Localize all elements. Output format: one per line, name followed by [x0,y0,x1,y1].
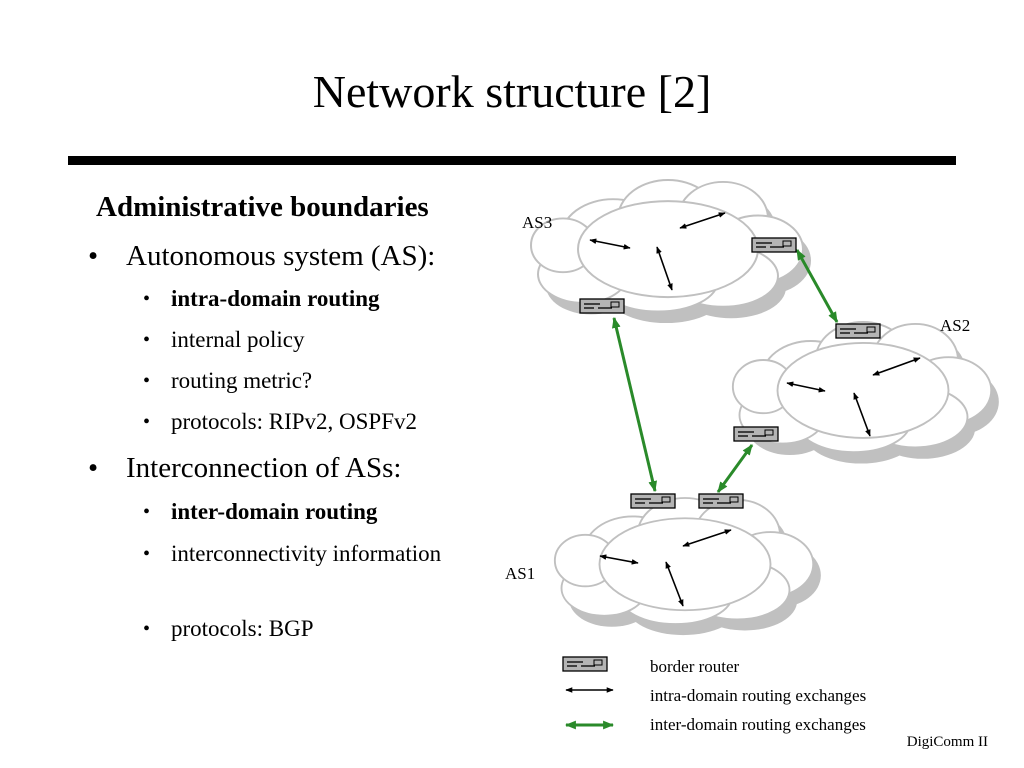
inter-arrow [716,444,754,493]
sub-bullet-label: routing metric? [171,368,313,393]
bullet-dot: • [143,543,151,565]
footer-label: DigiComm II [906,734,988,750]
router-icon [751,237,797,253]
intra-arrow [679,212,726,229]
intra-arrow [599,554,639,565]
sub-bullet: • intra-domain routing [143,284,380,314]
bullet-dot: • [143,370,151,392]
sub-bullet: • internal policy [143,325,305,355]
bullet-label: Autonomous system (AS): [126,240,436,272]
as-label-as1: AS1 [505,564,535,583]
bullet-dot: • [143,288,151,310]
intra-arrow [656,246,673,291]
intra-arrow [786,381,826,393]
sub-bullet-label: interconnectivity information [171,541,442,566]
sub-bullet: • protocols: RIPv2, OSPFv2 [143,407,418,437]
bullet-dot: • [143,501,151,523]
sub-bullet-label: protocols: BGP [171,616,314,641]
router-icon [733,426,779,442]
as-label-as3: AS3 [522,213,552,232]
bullet-dot: • [88,240,99,272]
sub-bullet-label: intra-domain routing [171,286,380,311]
intra-arrow [872,357,921,376]
sub-bullet-label: protocols: RIPv2, OSPFv2 [171,409,418,434]
bullet-dot: • [143,411,151,433]
slide-title: Network structure [2] [312,66,712,117]
title-rule [68,156,956,165]
as-label-as2: AS2 [940,316,970,335]
legend-router-icon [562,656,608,672]
router-icon [698,493,744,509]
legend-intra-domain: intra-domain routing exchanges [650,686,866,705]
router-icon [579,298,625,314]
cloud-icon-as2 [731,321,999,464]
sub-bullet: • interconnectivity information [143,537,471,571]
sub-bullet-label: internal policy [171,327,305,352]
inter-arrow [612,316,657,493]
bullet-autonomous-system: • Autonomous system (AS): [88,238,436,274]
sub-bullet: • protocols: BGP [143,614,314,644]
bullet-dot: • [143,329,151,351]
sub-bullet-label: inter-domain routing [171,499,378,524]
bullet-dot: • [88,452,99,484]
intra-arrow [853,392,871,437]
router-icon [835,323,881,339]
sub-bullet: • inter-domain routing [143,497,378,527]
bullet-dot: • [143,618,151,640]
sub-bullet: • routing metric? [143,366,313,396]
intra-arrow [682,529,732,547]
intra-arrow [589,238,631,250]
legend-inter-domain: inter-domain routing exchanges [650,715,866,734]
bullet-label: Interconnection of ASs: [126,452,402,484]
router-icon [630,493,676,509]
legend-border-router: border router [650,657,740,676]
legend: border router intra-domain routing excha… [562,656,866,734]
intra-arrow [665,561,684,607]
inter-arrow [795,249,839,323]
cloud-icon-as1 [553,497,821,636]
bullet-interconnection: • Interconnection of ASs: [88,450,402,486]
section-heading: Administrative boundaries [96,191,429,223]
